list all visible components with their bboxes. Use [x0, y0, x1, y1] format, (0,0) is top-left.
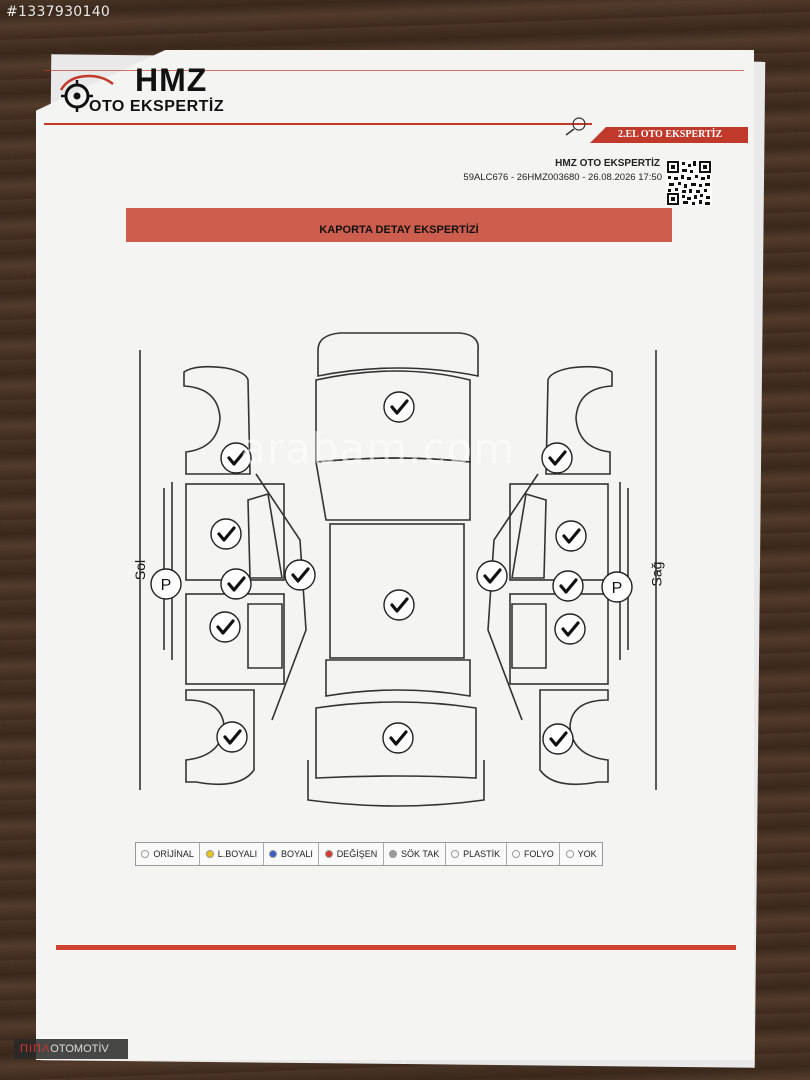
brand-prefix: ΠΙΠΛ — [20, 1043, 51, 1055]
legend-label: SÖK TAK — [401, 849, 440, 859]
legend-label: BOYALI — [280, 849, 313, 859]
legend-item: FOLYO — [507, 843, 561, 865]
left-front-fender — [183, 365, 251, 475]
legend-color-dot-icon — [389, 850, 398, 858]
image-id-stamp: #1337930140 — [6, 4, 111, 20]
hood-check-icon — [383, 391, 415, 423]
footer-rule — [56, 945, 736, 950]
legend-color-dot-icon — [141, 850, 150, 858]
left-rear-window — [247, 603, 283, 669]
legend-label: DEĞİŞEN — [336, 849, 378, 859]
rear-window — [325, 659, 471, 697]
roof-check-icon — [383, 589, 415, 621]
left-rear-door-check-icon — [209, 611, 241, 643]
legend-label: YOK — [577, 849, 597, 859]
legend-item: DEĞİŞEN — [319, 843, 384, 865]
watermark-text: arabam.com — [240, 424, 516, 473]
left-sill-check-icon — [220, 568, 252, 600]
logo-sub-text: OTO EKSPERTİZ — [89, 98, 225, 115]
legend-color-dot-icon — [451, 850, 460, 858]
right-sill-check-icon — [552, 570, 584, 602]
right-front-fender — [545, 365, 613, 475]
right-rear-door-check-icon — [554, 613, 586, 645]
right-front-fender-check-icon — [541, 442, 573, 474]
qr-code-icon — [666, 160, 712, 206]
legend-item: L.BOYALI — [200, 843, 264, 865]
roof-panel — [329, 523, 465, 659]
section-banner-title: KAPORTA DETAY EKSPERTİZİ — [126, 208, 672, 242]
section-tag: 2.EL OTO EKSPERTİZ — [590, 127, 748, 143]
legend-color-dot-icon — [511, 850, 520, 858]
right-front-window — [511, 492, 547, 579]
left-front-fender-check-icon — [220, 442, 252, 474]
right-front-door-check-icon — [555, 520, 587, 552]
legend-label: PLASTİK — [463, 849, 501, 859]
legend-color-dot-icon — [565, 850, 574, 858]
svg-text:P: P — [612, 580, 623, 597]
right-pillar-check-icon — [476, 560, 508, 592]
status-legend: ORİJİNAL L.BOYALI BOYALI DEĞİŞEN SÖK TAK PLAS… — [135, 842, 603, 866]
roof-frame — [315, 457, 471, 521]
legend-label: ORİJİNAL — [153, 849, 194, 859]
left-pillar-check-icon — [284, 559, 316, 591]
report-plate-number-date: 59ALC676 - 26HMZ003680 - 26.08.2026 17:5… — [463, 172, 662, 183]
legend-item: PLASTİK — [446, 843, 507, 865]
right-sill-line — [619, 482, 629, 660]
crosshair-car-icon — [59, 74, 114, 112]
legend-color-dot-icon — [268, 850, 277, 858]
logo-main-text: HMZ — [135, 62, 208, 98]
hood-outline — [317, 332, 479, 377]
left-rear-fender-check-icon — [216, 721, 248, 753]
legend-color-dot-icon — [324, 850, 333, 858]
left-a-pillar — [255, 473, 307, 721]
right-rear-window — [511, 603, 547, 669]
legend-item: ORİJİNAL — [136, 843, 201, 865]
right-a-pillar — [487, 473, 539, 721]
brand-suffix: OTOMOTİV — [50, 1043, 109, 1055]
legend-item: YOK — [560, 843, 602, 865]
svg-text:P: P — [161, 577, 172, 594]
header-rule — [44, 123, 592, 125]
legend-item: SÖK TAK — [384, 843, 446, 865]
header-top-rule — [44, 70, 744, 71]
left-front-door-check-icon — [210, 518, 242, 550]
rear-bumper — [307, 760, 485, 807]
tag-corner — [590, 127, 606, 143]
legend-label: L.BOYALI — [217, 849, 258, 859]
legend-label: FOLYO — [523, 849, 554, 859]
dealer-brand-badge: ΠΙΠΛOTOMOTİV — [14, 1039, 128, 1059]
right-rear-fender — [539, 689, 609, 786]
right-plastic-marker: P — [601, 571, 633, 603]
trunk-panel — [315, 701, 477, 779]
legend-item: BOYALI — [264, 843, 320, 865]
left-plastic-marker: P — [150, 568, 182, 600]
left-front-window — [247, 492, 283, 579]
company-name: HMZ OTO EKSPERTİZ — [555, 158, 660, 169]
company-logo: HMZ OTO EKSPERTİZ — [55, 62, 227, 124]
left-rear-fender — [185, 689, 255, 786]
right-rear-fender-check-icon — [542, 723, 574, 755]
trunk-check-icon — [382, 722, 414, 754]
legend-color-dot-icon — [205, 850, 214, 858]
